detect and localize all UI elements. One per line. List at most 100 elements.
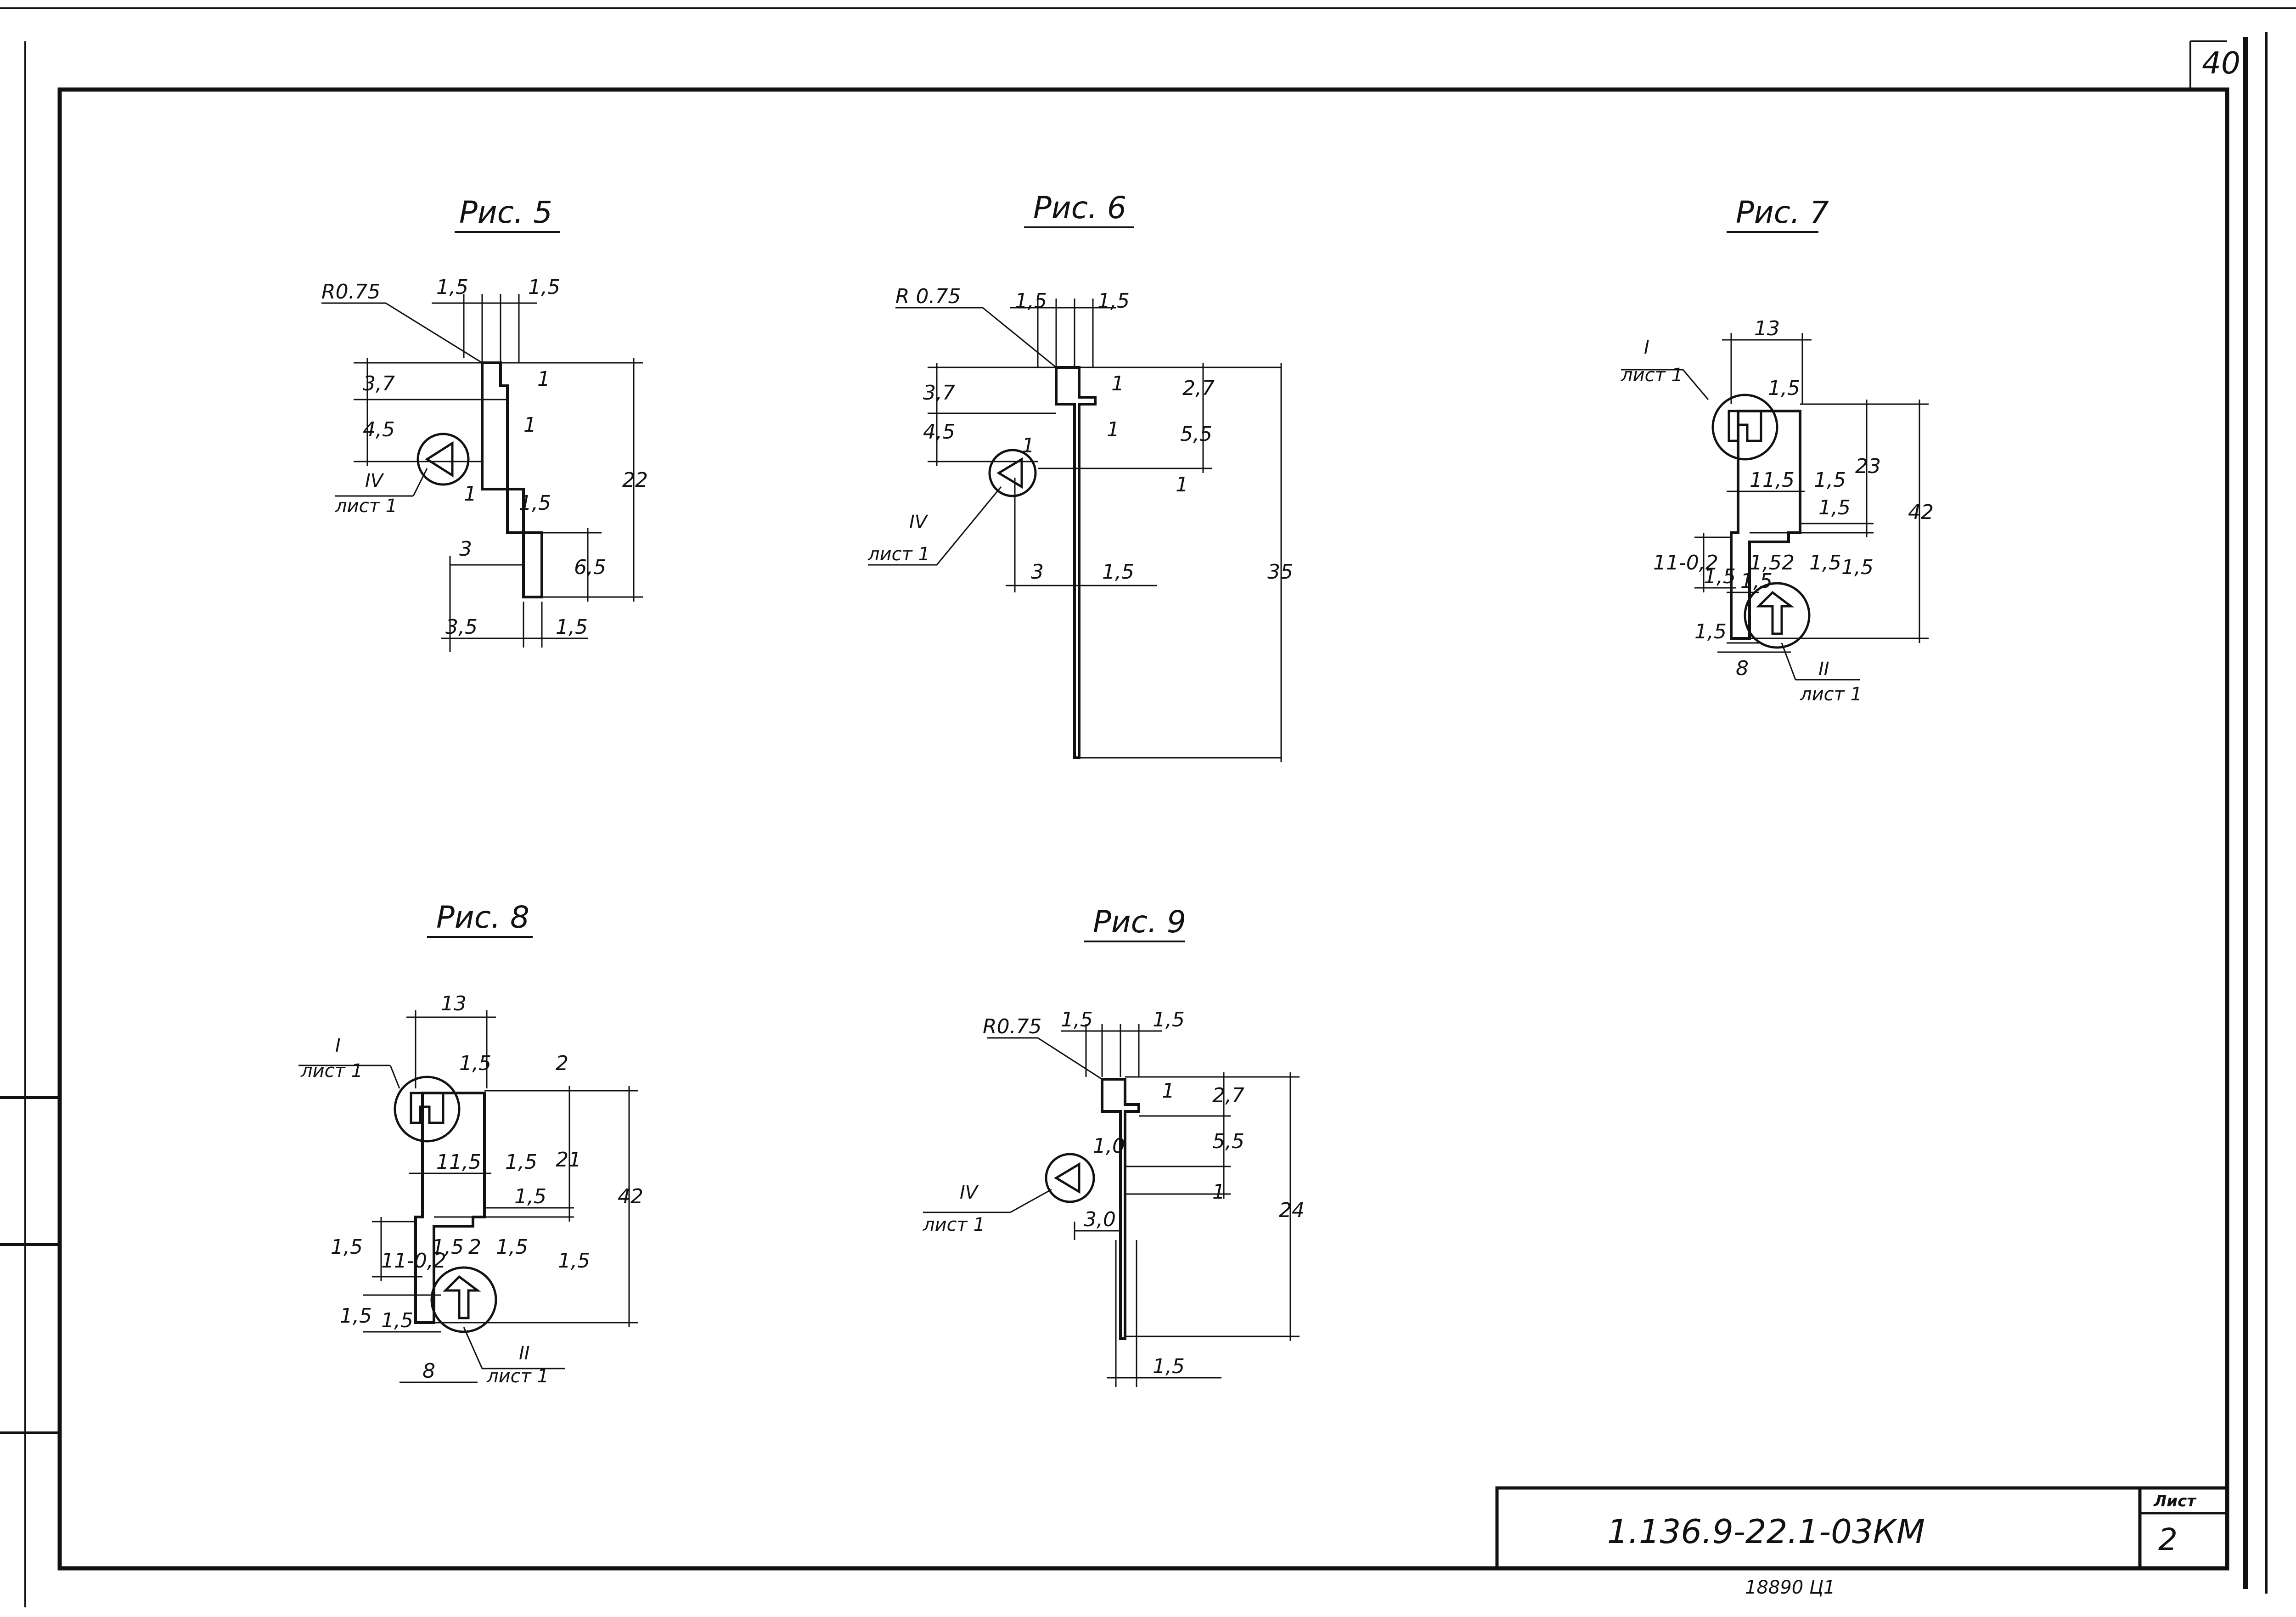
fig9-radius: R0.75: [983, 1015, 1042, 1038]
fig7-dim: 1,5: [1694, 620, 1727, 643]
fig9-dim: 1,0: [1093, 1134, 1125, 1158]
fig9-dim: 1,5: [1153, 1355, 1185, 1378]
fig5-callout-num: IV: [365, 470, 384, 491]
fig8-dim: 1,5: [496, 1235, 528, 1259]
fig7-dim: 11,5: [1750, 468, 1795, 492]
fig6-title: Рис. 6: [1033, 190, 1126, 225]
fig7-callout1-sheet: лист 1: [1621, 365, 1683, 386]
fig7-dim: 1,5: [1818, 496, 1851, 519]
fig7-dim: 8: [1736, 657, 1749, 680]
fig6-dim: 5,5: [1180, 423, 1212, 446]
fig8-dim: 1,5: [514, 1185, 546, 1208]
fig5-callout-sheet: лист 1: [335, 496, 397, 517]
sheet-label: Лист: [2153, 1492, 2197, 1510]
fig6-dim: 4,5: [923, 420, 955, 444]
fig6-dim: 1,5: [1097, 289, 1130, 313]
fig7-dim: 1,5: [1809, 551, 1841, 575]
fig6-dim: 1,5: [1102, 560, 1134, 584]
fig9-title: Рис. 9: [1093, 904, 1186, 940]
fig6-dim: 3: [1031, 560, 1044, 584]
fig8-dim: 2: [556, 1052, 568, 1075]
fig7-callout1-num: I: [1644, 337, 1649, 358]
fig7-title: Рис. 7: [1736, 195, 1829, 230]
fig8-dim: 2: [468, 1235, 481, 1259]
fig5-dim: 1: [537, 367, 550, 391]
fig6-dim: 1: [1176, 473, 1188, 496]
fig8-callout1-sheet: лист 1: [300, 1060, 363, 1082]
figure-5: Рис. 5 R0.75: [321, 195, 648, 652]
fig7-dim: 1,5: [1740, 569, 1773, 593]
fig8-title: Рис. 8: [436, 900, 529, 935]
figure-6: Рис. 6 R 0.75 1,5 1,5: [867, 190, 1293, 762]
fig5-dim: 1,5: [436, 276, 468, 299]
fig6-dim: 1: [1022, 434, 1035, 457]
fig7-dim: 23: [1855, 455, 1881, 478]
fig5-dim: 22: [622, 468, 648, 492]
fig5-radius: R0.75: [321, 280, 381, 304]
figure-9: Рис. 9 R0.75 1,: [923, 904, 1305, 1387]
fig6-callout-num: IV: [909, 512, 929, 533]
fig5-dim: 3,5: [445, 615, 478, 639]
fig6-dim: 3,7: [923, 381, 955, 405]
figure-7: Рис. 7 13 1,: [1621, 195, 1934, 705]
fig5-dim: 1,5: [528, 276, 560, 299]
fig6-dim: 1: [1107, 418, 1120, 441]
fig9-callout-sheet: лист 1: [923, 1214, 985, 1235]
sheet-number: 2: [2158, 1522, 2178, 1557]
fig8-dim: 1,5: [432, 1235, 464, 1259]
fig7-dim: 1,5: [1814, 468, 1846, 492]
fig5-dim: 1: [464, 482, 477, 506]
fig8-dim: 1,5: [459, 1052, 491, 1075]
fig6-callout-sheet: лист 1: [867, 544, 930, 565]
fig9-dim: 1: [1162, 1079, 1175, 1103]
fig9-dim: 5,5: [1212, 1130, 1244, 1153]
fig5-dim: 4,5: [363, 418, 395, 441]
fig9-callout-num: IV: [960, 1182, 979, 1203]
fig6-dim: 2,7: [1182, 377, 1215, 400]
fig5-dim: 3: [459, 537, 472, 561]
fig8-dim: 1,5: [381, 1309, 413, 1332]
fig8-dim: 11-0,2: [381, 1249, 446, 1273]
fig8-dim: 21: [556, 1148, 581, 1172]
sheet-number-top: 40: [2202, 45, 2240, 81]
fig8-dim: 8: [422, 1359, 435, 1383]
fig5-dim: 1,5: [556, 615, 588, 639]
title-block: [1495, 1486, 2229, 1570]
fig7-callout2-sheet: лист 1: [1800, 684, 1862, 705]
fig7-dim: 13: [1754, 317, 1780, 340]
fig6-dim: 1,5: [1015, 289, 1047, 313]
fig5-dim: 1: [523, 413, 536, 437]
fig8-dim: 1,5: [340, 1304, 372, 1328]
fig7-dim: 42: [1908, 501, 1934, 524]
fig7-dim: 2: [1782, 551, 1795, 575]
fig9-dim: 1: [1212, 1180, 1225, 1204]
inventory-number: 18890 Ц1: [1745, 1577, 1835, 1598]
fig7-dim: 1,5: [1768, 377, 1800, 400]
fig8-dim: 42: [618, 1185, 643, 1208]
fig5-dim: 3,7: [363, 372, 395, 395]
fig9-dim: 1,5: [1153, 1008, 1185, 1031]
fig8-dim: 1,5: [505, 1150, 537, 1174]
fig7-dim: 1,5: [1750, 551, 1782, 575]
fig7-dim: 1,5: [1841, 556, 1874, 579]
document-code: 1.136.9-22.1-03КМ: [1607, 1512, 1925, 1551]
fig9-dim: 1,5: [1061, 1008, 1093, 1031]
fig8-callout1-num: I: [335, 1035, 341, 1056]
fig7-callout2-num: II: [1818, 659, 1829, 680]
fig8-callout2-sheet: лист 1: [486, 1366, 549, 1387]
fig8-dim: 1,5: [558, 1249, 590, 1273]
fig5-dim: 1,5: [519, 491, 551, 515]
fig7-dim: 1,5: [1704, 565, 1736, 588]
figure-8: Рис. 8 13 1,: [298, 900, 643, 1387]
fig5-title: Рис. 5: [459, 195, 552, 230]
fig6-radius: R 0.75: [895, 285, 961, 308]
fig5-dim: 6,5: [574, 556, 606, 579]
fig9-dim: 3,0: [1084, 1208, 1116, 1231]
fig8-dim: 11,5: [436, 1150, 481, 1174]
fig6-dim: 1: [1111, 372, 1124, 395]
fig8-dim: 13: [441, 992, 467, 1015]
fig9-dim: 2,7: [1212, 1084, 1244, 1107]
fig6-dim: 35: [1267, 560, 1293, 584]
